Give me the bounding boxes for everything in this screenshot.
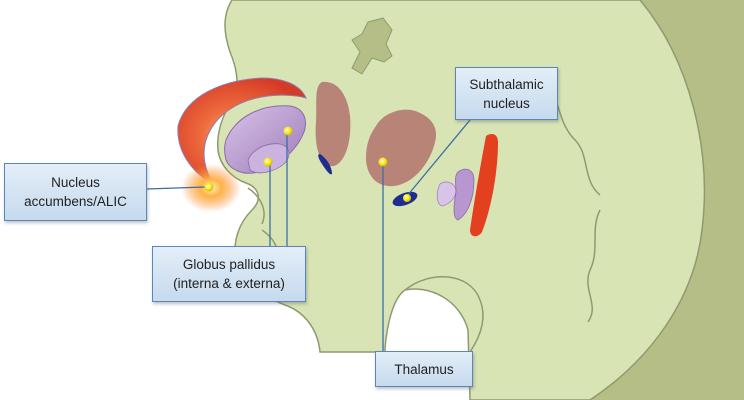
callout-line: Subthalamic	[469, 76, 544, 92]
callout-line: (interna & externa)	[173, 276, 285, 291]
interhemispheric-fissure	[351, 17, 393, 75]
callout-line: accumbens/ALIC	[24, 194, 127, 209]
callout-subthalamic-nucleus: Subthalamic nucleus	[455, 67, 558, 120]
target-dot-globus-pallidus-externa	[283, 126, 293, 136]
callout-line: Thalamus	[394, 361, 454, 377]
callout-nucleus-accumbens: Nucleus accumbens/ALIC	[4, 163, 147, 221]
sulcus-line	[587, 209, 601, 323]
leader-line-accumbens	[146, 186, 206, 190]
callout-line: Globus pallidus	[182, 257, 276, 272]
callout-line: nucleus	[483, 95, 530, 111]
right-globus-pallidus-externa	[453, 168, 475, 221]
left-thalamus	[315, 81, 351, 167]
right-globus-pallidus-interna	[436, 181, 457, 207]
brainstem-outline	[404, 275, 484, 353]
leader-lines	[146, 119, 471, 351]
cortex-outer-region	[590, 0, 744, 400]
target-dot-globus-pallidus-interna	[263, 157, 273, 167]
target-dot-thalamus	[378, 157, 388, 167]
callout-thalamus: Thalamus	[375, 351, 473, 387]
target-dot-nucleus-accumbens	[204, 182, 214, 192]
callout-line: Nucleus	[51, 175, 100, 190]
right-putamen	[470, 134, 498, 237]
sulcus-line	[247, 187, 265, 225]
leader-line-subthalamic	[406, 119, 471, 197]
callout-globus-pallidus: Globus pallidus (interna & externa)	[152, 246, 306, 302]
left-subthalamic-nucleus	[318, 154, 332, 175]
target-dot-subthalamic	[403, 194, 411, 202]
